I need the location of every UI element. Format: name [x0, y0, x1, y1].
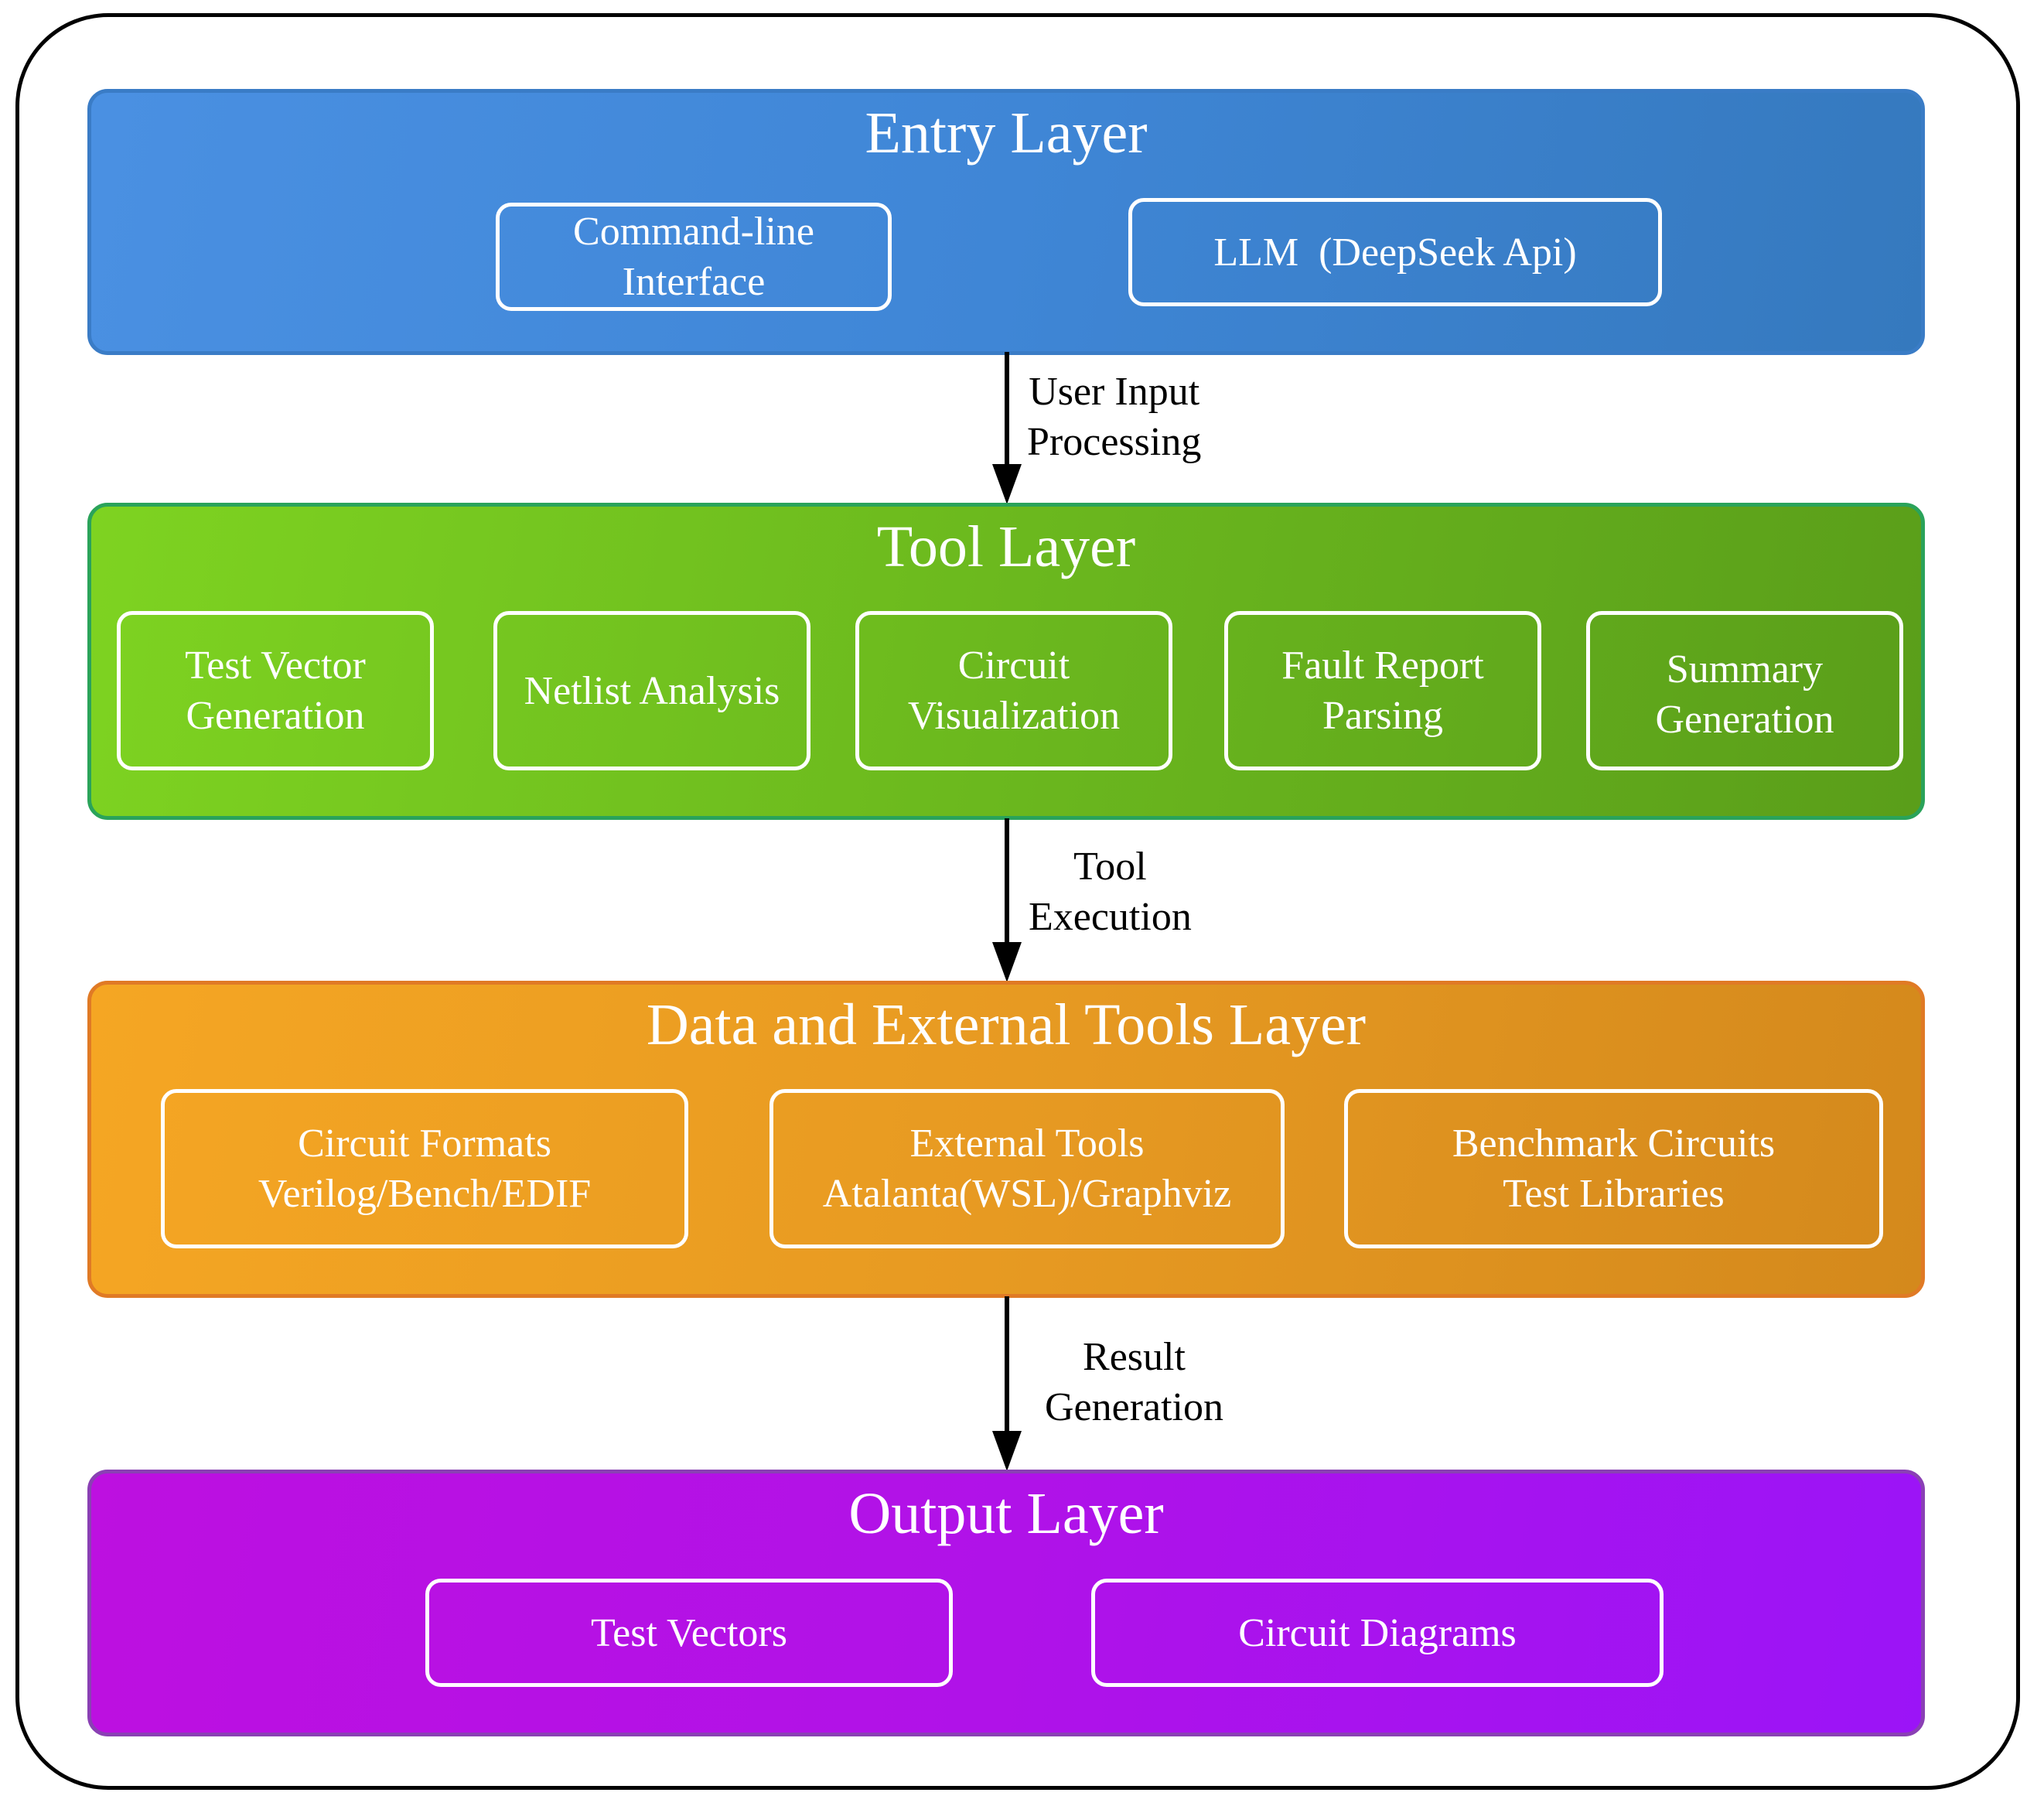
box-label-line: Interface — [622, 260, 766, 304]
benchmark-circuits-box: Benchmark Circuits Test Libraries — [1344, 1089, 1883, 1248]
fault-report-parsing-box: Fault Report Parsing — [1224, 611, 1541, 770]
circuit-formats-box: Circuit Formats Verilog/Bench/EDIF — [161, 1089, 688, 1248]
command-line-interface-box: Command-line Interface — [496, 203, 892, 311]
box-label-line: External Tools — [909, 1122, 1145, 1166]
arrow-entry-to-tool — [1005, 352, 1009, 468]
box-label-line: Generation — [186, 694, 365, 738]
edge-label-user-input-processing: User Input Processing — [1027, 367, 1201, 467]
data-external-tools-layer: Data and External Tools Layer Circuit Fo… — [87, 981, 1925, 1298]
circuit-diagrams-box: Circuit Diagrams — [1091, 1579, 1664, 1687]
box-label-line: Generation — [1655, 698, 1834, 742]
output-layer-title: Output Layer — [848, 1481, 1164, 1546]
summary-generation-box: Summary Generation — [1586, 611, 1903, 770]
edge-label-result-generation: Result Generation — [1045, 1332, 1223, 1432]
data-layer-title: Data and External Tools Layer — [646, 992, 1367, 1057]
box-label-line: Test Vectors — [591, 1610, 787, 1655]
entry-layer-title: Entry Layer — [865, 101, 1148, 166]
box-label-line: Benchmark Circuits — [1452, 1122, 1776, 1166]
circuit-visualization-box: Circuit Visualization — [855, 611, 1172, 770]
box-label-line: Fault Report — [1281, 644, 1484, 688]
test-vector-generation-box: Test Vector Generation — [117, 611, 434, 770]
box-label-line: Circuit Diagrams — [1238, 1610, 1517, 1655]
box-label-line: Atalanta(WSL)/Graphviz — [822, 1172, 1232, 1216]
edge-label-line: Execution — [1029, 895, 1192, 939]
box-label-line: Summary — [1666, 647, 1824, 691]
box-label-line: Circuit Formats — [298, 1122, 551, 1166]
box-label-line: Visualization — [907, 694, 1121, 738]
box-label-line: Parsing — [1322, 694, 1443, 738]
edge-label-line: Generation — [1045, 1385, 1224, 1429]
llm-deepseek-api-box: LLM (DeepSeek Api) — [1128, 198, 1662, 306]
diagram-frame — [15, 13, 2020, 1790]
arrow-tool-to-data — [1005, 818, 1009, 946]
edge-label-line: Processing — [1027, 420, 1202, 464]
box-label-line: Verilog/Bench/EDIF — [258, 1172, 592, 1216]
netlist-analysis-box: Netlist Analysis — [493, 611, 810, 770]
box-label-line: Netlist Analysis — [524, 668, 780, 713]
arrow-head-icon — [992, 1431, 1022, 1471]
tool-layer-title: Tool Layer — [876, 514, 1136, 579]
box-label-line: Command-line — [573, 210, 814, 254]
output-layer: Output Layer Test Vectors Circuit Diagra… — [87, 1470, 1925, 1736]
edge-label-line: Tool — [1073, 845, 1147, 889]
external-tools-box: External Tools Atalanta(WSL)/Graphviz — [769, 1089, 1285, 1248]
edge-label-tool-execution: Tool Execution — [1029, 842, 1192, 942]
box-label-line: Test Libraries — [1503, 1172, 1725, 1216]
arrow-data-to-output — [1005, 1296, 1009, 1436]
arrow-head-icon — [992, 942, 1022, 982]
tool-layer: Tool Layer Test Vector Generation Netlis… — [87, 503, 1925, 820]
edge-label-line: User Input — [1029, 370, 1200, 414]
entry-layer: Entry Layer Command-line Interface LLM (… — [87, 89, 1925, 355]
box-label-line: Circuit — [957, 644, 1070, 688]
edge-label-line: Result — [1083, 1335, 1186, 1379]
box-label-line: LLM (DeepSeek Api) — [1213, 230, 1577, 275]
arrow-head-icon — [992, 464, 1022, 504]
box-label-line: Test Vector — [185, 644, 366, 688]
test-vectors-box: Test Vectors — [425, 1579, 953, 1687]
